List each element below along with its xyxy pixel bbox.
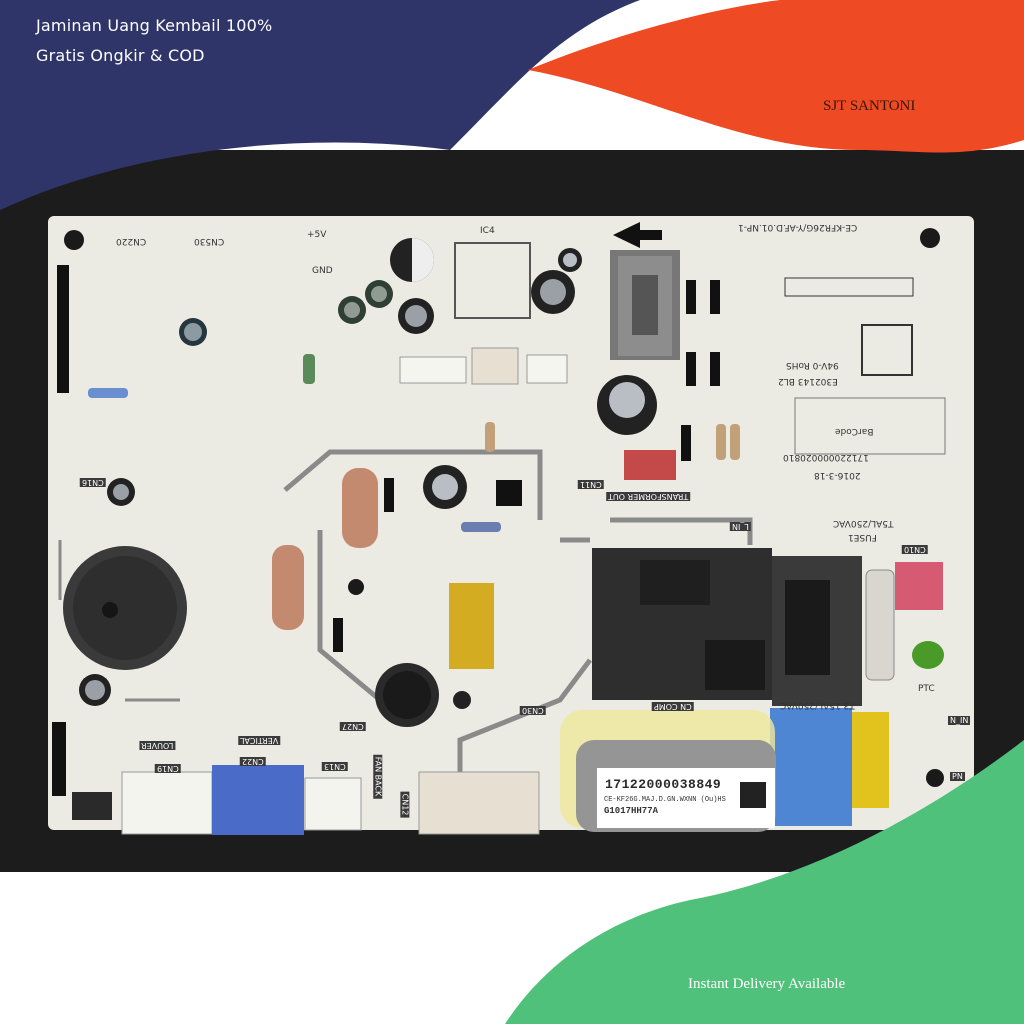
- connector: [399, 356, 467, 384]
- label-fuse1: FUSE1: [848, 532, 877, 542]
- label-fuse-rating: T5AL/250VAC: [833, 518, 894, 528]
- diode: [710, 280, 720, 314]
- pcb-trace: [283, 449, 590, 702]
- label-cn16: CN16: [80, 478, 106, 487]
- label-code: 171220000020810: [783, 452, 869, 462]
- connector: [471, 347, 519, 385]
- pcb-trace: [58, 540, 180, 702]
- edge-strip: [52, 722, 66, 796]
- label-cn10: CN10: [902, 545, 928, 554]
- promo-shipping: Gratis Ongkir & COD: [36, 46, 205, 65]
- ic4-outline: [454, 242, 531, 319]
- connector-cn19: [121, 771, 213, 835]
- label-cn12: CN12: [400, 791, 410, 818]
- resistor: [303, 354, 315, 384]
- label-cn22: CN22: [240, 757, 266, 766]
- diode: [681, 425, 691, 461]
- x-capacitor: [770, 708, 852, 826]
- arrow-mark: [613, 222, 640, 248]
- connector: [526, 354, 568, 384]
- navy-banner: [0, 0, 640, 210]
- label-barcode: BarCode: [835, 426, 874, 436]
- serial-number: 17122000038849: [605, 777, 722, 792]
- resistor: [461, 522, 501, 532]
- diode: [333, 618, 343, 652]
- barcode-box: [794, 397, 946, 455]
- fuse: [865, 569, 895, 681]
- label-ic4: IC4: [480, 226, 495, 236]
- diode: [686, 352, 696, 386]
- lot-number: G1017HH77A: [604, 806, 659, 816]
- label-gnd: GND: [312, 266, 333, 276]
- ic-chip: [496, 480, 522, 506]
- film-capacitor: [449, 583, 494, 669]
- ptc-thermistor: [912, 641, 944, 669]
- mount-hole: [926, 769, 944, 787]
- label-louver: LOUVER: [139, 741, 176, 750]
- label-cn530: CN530: [194, 236, 225, 246]
- symbol-row: [784, 277, 914, 297]
- film-capacitor: [849, 712, 889, 808]
- label-cn-comp: CN COMP: [652, 702, 694, 711]
- connector-cn10: [895, 562, 943, 610]
- power-resistor: [272, 545, 304, 630]
- resistor: [88, 388, 128, 398]
- connector-cn22: [212, 765, 304, 835]
- label-l-in: L_IN: [730, 522, 751, 531]
- diode: [686, 280, 696, 314]
- resistor: [730, 424, 740, 460]
- resistor: [716, 424, 726, 460]
- label-5v: +5V: [307, 230, 327, 240]
- power-resistor: [342, 468, 378, 548]
- qr-code: [740, 782, 766, 808]
- label-pn: PN: [950, 772, 965, 781]
- orange-banner: [528, 0, 1024, 153]
- label-vertical: VERTICAL: [238, 736, 281, 745]
- label-cn30: CN30: [520, 706, 546, 715]
- promo-guarantee: Jaminan Uang Kembail 100%: [36, 16, 273, 35]
- label-ptc: PTC: [918, 684, 935, 694]
- diode: [710, 352, 720, 386]
- label-fan-back: FAN BACK: [373, 754, 383, 799]
- label-box: [861, 324, 913, 376]
- edge-strip: [57, 265, 69, 393]
- connector-cn11: [624, 450, 676, 480]
- sensor: [72, 792, 112, 820]
- mount-hole: [348, 579, 364, 595]
- label-cn19: CN19: [155, 764, 181, 773]
- brand-name: SJT SANTONI: [823, 98, 916, 114]
- diode: [384, 478, 394, 512]
- board-part-number: CE-KFR26G/Y-AF.D.01.NP-1: [738, 222, 858, 232]
- connector-cn12: [418, 771, 540, 835]
- label-cn11: CN11: [578, 480, 604, 489]
- label-n-in: N_IN: [948, 716, 971, 725]
- mount-hole: [64, 230, 84, 250]
- model-number: CE-KF26G.MAJ.D.GN.WXNN (Ou)HS: [604, 796, 726, 804]
- label-transformer-out: TRANSFORMER OUT: [606, 492, 691, 501]
- label-rohs: 94V-0 RoHS: [786, 360, 839, 370]
- label-cn13: CN13: [322, 762, 348, 771]
- capacitor: [453, 691, 471, 709]
- label-cn27: CN27: [340, 722, 366, 731]
- mount-hole: [920, 228, 940, 248]
- label-cn220: CN220: [116, 236, 147, 246]
- label-rating: T3.15AL/250VAC: [780, 700, 855, 710]
- label-date: 2016-3-18: [814, 470, 861, 480]
- resistor: [485, 422, 495, 452]
- green-banner: [505, 740, 1024, 1024]
- label-ul: E302143 BL2: [778, 376, 838, 386]
- connector-cn13: [304, 777, 362, 831]
- delivery-note: Instant Delivery Available: [688, 976, 846, 992]
